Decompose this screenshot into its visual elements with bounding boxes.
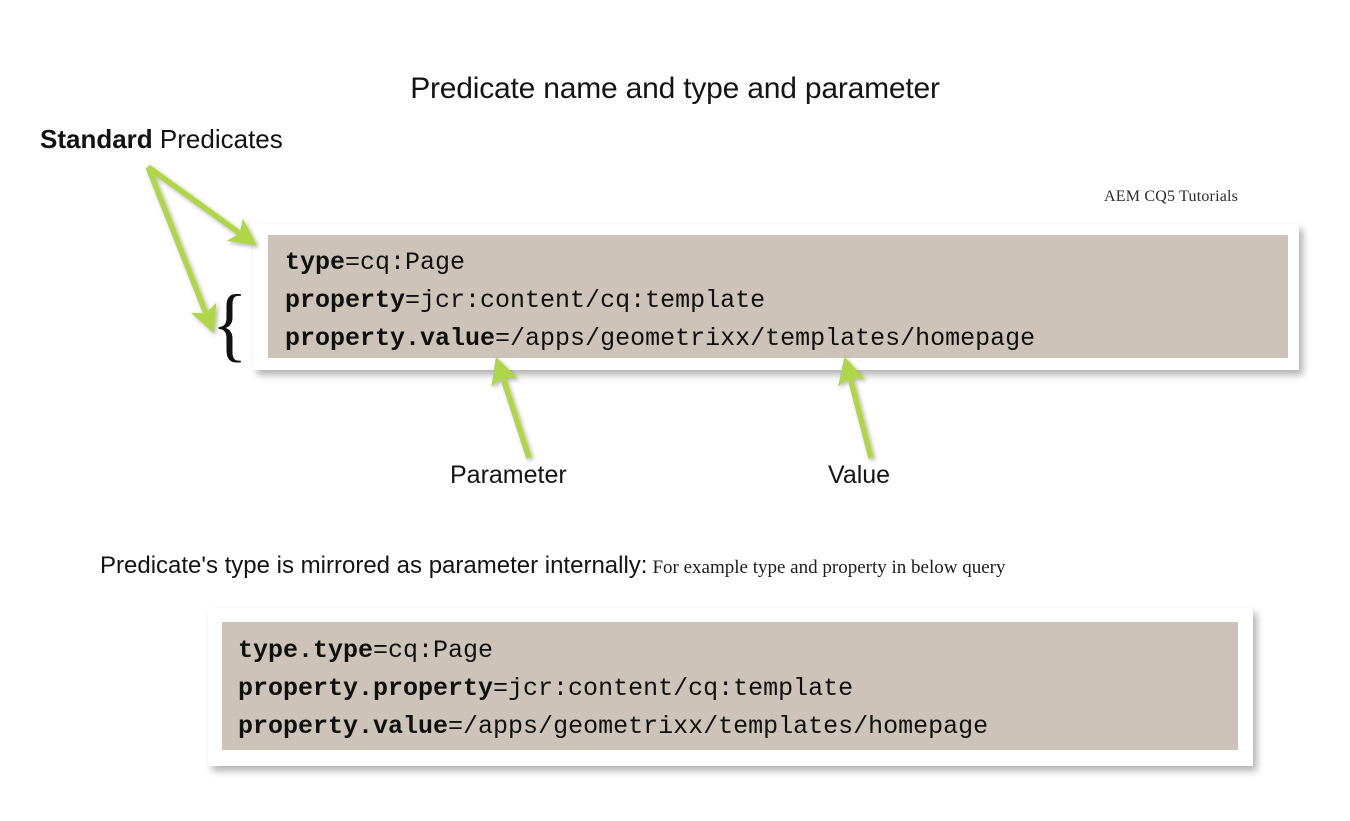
code-line: property.value=/apps/geometrixx/template…: [238, 708, 1238, 746]
code-value: =cq:Page: [345, 248, 466, 277]
code-key: type: [285, 248, 346, 277]
standard-predicates-label: Standard Predicates: [40, 124, 283, 155]
callout-label-value: Value: [828, 461, 891, 489]
code-line: type=cq:Page: [285, 244, 1288, 282]
code-value: =/apps/geometrixx/templates/homepage: [448, 712, 989, 741]
code-value: =jcr:content/cq:template: [493, 674, 854, 703]
code-block-surface: type=cq:Page property=jcr:content/cq:tem…: [268, 235, 1288, 358]
code-value: =jcr:content/cq:template: [405, 286, 766, 315]
mirror-note-lead: Predicate's type is mirrored as paramete…: [100, 552, 648, 579]
mirror-note-tail: For example type and property in below q…: [652, 557, 1006, 578]
code-line: property.value=/apps/geometrixx/template…: [285, 320, 1288, 358]
code-line: property=jcr:content/cq:template: [285, 282, 1288, 320]
grouping-brace: {: [212, 278, 248, 371]
code-line: type.type=cq:Page: [238, 632, 1238, 670]
mirror-note: Predicate's type is mirrored as paramete…: [100, 552, 1005, 580]
code-block-surface: type.type=cq:Page property.property=jcr:…: [222, 622, 1238, 750]
arrow-standard-to-brace: [145, 165, 217, 334]
code-block-standard-predicates: type=cq:Page property=jcr:content/cq:tem…: [253, 224, 1299, 370]
standard-predicates-label-bold: Standard: [40, 124, 153, 154]
code-line: property.property=jcr:content/cq:templat…: [238, 670, 1238, 708]
code-block-mirrored-predicates: type.type=cq:Page property.property=jcr:…: [208, 608, 1253, 766]
code-key: property: [285, 286, 406, 315]
code-key: property.value: [238, 712, 449, 741]
page-title: Predicate name and type and parameter: [410, 72, 940, 105]
watermark-text: AEM CQ5 Tutorials: [1104, 188, 1239, 205]
arrow-standard-to-type: [146, 164, 258, 246]
standard-predicates-label-rest: Predicates: [152, 124, 283, 154]
code-key: property.property: [238, 674, 494, 703]
arrow-parameter-to-code: [491, 356, 532, 459]
code-key: type.type: [238, 636, 374, 665]
arrow-value-to-code: [838, 356, 874, 459]
code-value: =/apps/geometrixx/templates/homepage: [495, 324, 1036, 353]
callout-label-parameter: Parameter: [450, 461, 567, 489]
code-value: =cq:Page: [373, 636, 494, 665]
code-key: property.value: [285, 324, 496, 353]
